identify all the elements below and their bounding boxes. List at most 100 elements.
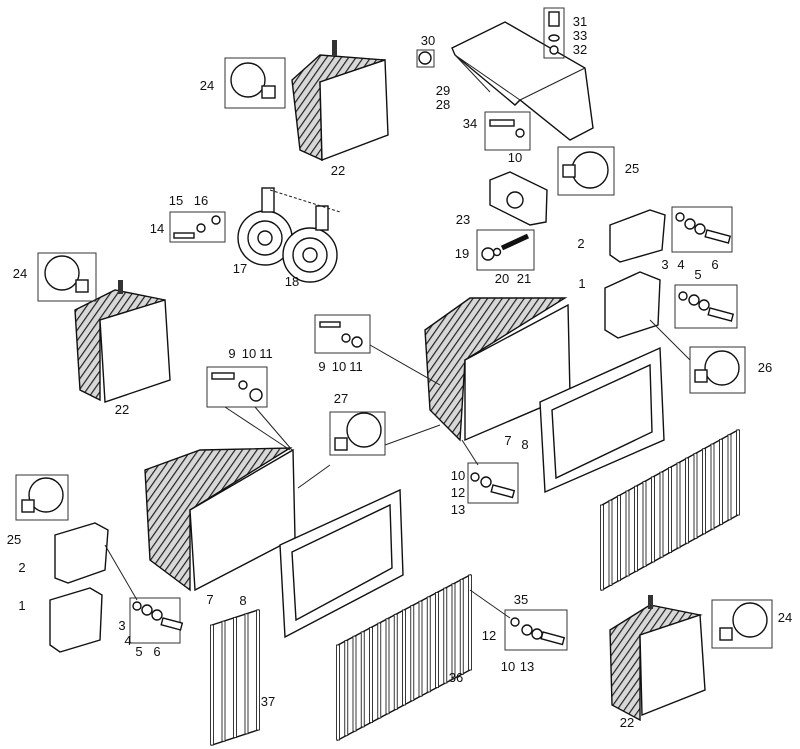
part-label-10: 10 [508, 150, 522, 165]
part-label-3: 3 [661, 257, 668, 272]
part-label-11: 11 [349, 359, 363, 374]
part-label-24: 24 [778, 610, 792, 625]
part-label-22: 22 [620, 715, 634, 730]
bulb-icon [28, 477, 64, 513]
bulb-icon [230, 62, 266, 98]
part-label-36: 36 [449, 670, 463, 685]
part-label-6: 6 [711, 257, 718, 272]
grille-bar [451, 583, 456, 680]
headlight-left [144, 366, 296, 592]
part-label-27: 27 [334, 391, 348, 406]
grille-bar [608, 499, 613, 586]
part-label-5: 5 [694, 267, 701, 282]
grille-bar [459, 578, 464, 675]
part-label-25: 25 [625, 161, 639, 176]
part-label-33: 33 [573, 28, 587, 43]
washer-icon [515, 128, 525, 138]
grille-bar [402, 609, 406, 706]
grille-bar [352, 635, 357, 732]
part-label-34: 34 [463, 116, 477, 131]
part-label-15: 15 [169, 193, 183, 208]
grille-bar [710, 443, 715, 530]
part-label-4: 4 [124, 633, 131, 648]
part-label-5: 5 [135, 644, 142, 659]
part-label-9: 9 [318, 359, 325, 374]
grille-36 [336, 573, 472, 742]
part-label-6: 6 [153, 644, 160, 659]
part-label-37: 37 [261, 694, 275, 709]
grille-bar [651, 476, 655, 563]
part-label-7: 7 [504, 433, 511, 448]
side-lamps-left [15, 474, 184, 653]
grille-bar [685, 457, 689, 544]
grille-bar [693, 452, 698, 539]
part-label-17: 17 [233, 261, 247, 276]
bulb-icon [571, 151, 609, 189]
part-label-13: 13 [520, 659, 534, 674]
bulb-icon [346, 412, 382, 448]
grille-bar [244, 613, 249, 735]
part-label-22: 22 [115, 402, 129, 417]
part-label-32: 32 [573, 42, 587, 57]
part-label-29: 29 [436, 83, 450, 98]
part-label-3: 3 [118, 618, 125, 633]
grille-bar [702, 448, 706, 535]
grille-right [600, 428, 740, 592]
part-label-2: 2 [18, 560, 25, 575]
part-label-13: 13 [451, 502, 465, 517]
part-label-28: 28 [436, 97, 450, 112]
marker-lamp-23 [476, 146, 615, 271]
grille-bar [418, 600, 423, 697]
part-label-23: 23 [456, 212, 470, 227]
work-light-left [37, 252, 171, 403]
bolt-icon [548, 11, 560, 27]
part-label-1: 1 [578, 276, 585, 291]
part-label-12: 12 [482, 628, 496, 643]
grille-bar [634, 485, 638, 572]
grille-bar [727, 434, 732, 521]
bolt-icon [489, 119, 515, 127]
work-light-bottom-right [609, 595, 773, 722]
grille-bar [468, 574, 472, 671]
part-label-11: 11 [259, 346, 273, 361]
part-label-9: 9 [228, 346, 235, 361]
clip-icon [418, 51, 432, 65]
grille-fasteners [469, 589, 568, 651]
grille-bar [668, 467, 672, 553]
work-light-top [224, 40, 389, 162]
horns [169, 187, 341, 283]
grille-bar [426, 596, 431, 693]
part-label-8: 8 [239, 593, 246, 608]
part-label-16: 16 [194, 193, 208, 208]
sun-visor-plate [416, 7, 594, 151]
bulb-icon [704, 350, 740, 386]
grille-bar [410, 605, 415, 702]
part-label-24: 24 [13, 266, 27, 281]
part-label-10: 10 [242, 346, 256, 361]
grille-bar [221, 620, 226, 742]
part-label-7: 7 [206, 592, 213, 607]
part-label-19: 19 [455, 246, 469, 261]
grille-bar [369, 627, 373, 723]
part-label-10: 10 [451, 468, 465, 483]
grille-bar [600, 504, 604, 591]
part-label-8: 8 [521, 437, 528, 452]
part-label-31: 31 [573, 14, 587, 29]
grille-37 [210, 609, 260, 746]
grille-bar [659, 471, 664, 558]
side-lamps-right [604, 206, 746, 394]
grille-bar [233, 617, 237, 738]
part-label-35: 35 [514, 592, 528, 607]
washer-icon [548, 34, 560, 42]
grille-bar [360, 631, 365, 728]
part-label-1: 1 [18, 598, 25, 613]
bulb-27 [297, 411, 441, 489]
headlight-right [314, 297, 571, 504]
part-label-12: 12 [451, 485, 465, 500]
grille-bar [435, 592, 439, 688]
grille-bar [719, 438, 723, 525]
bulb-icon [44, 255, 80, 291]
part-label-21: 21 [517, 271, 531, 286]
